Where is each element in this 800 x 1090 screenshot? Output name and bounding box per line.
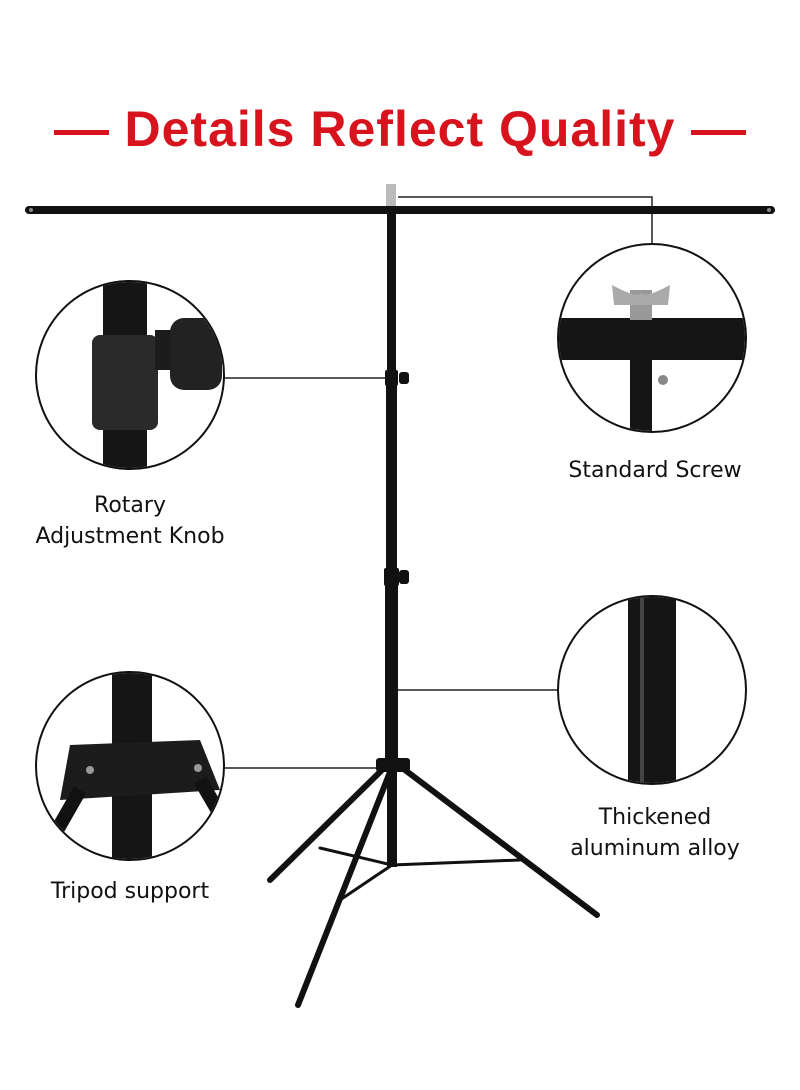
standard-screw-detail <box>559 245 745 431</box>
label-line: Tripod support <box>50 879 210 904</box>
center-pole <box>376 214 410 867</box>
connector-lines <box>224 196 653 769</box>
callout-label-tripod-support: Tripod support <box>10 876 250 907</box>
tripod-legs <box>267 767 600 1008</box>
rotary-knob-detail <box>37 282 223 468</box>
callout-label-aluminum-alloy: Thickened aluminum alloy <box>540 802 770 864</box>
page-title: Details Reflect Quality <box>0 100 800 158</box>
crossbar <box>25 184 775 214</box>
title-dash-right <box>691 130 747 136</box>
callout-label-rotary-knob: Rotary Adjustment Knob <box>10 490 250 552</box>
title-text: Details Reflect Quality <box>124 101 676 157</box>
label-line: Thickened <box>598 805 712 830</box>
label-line: Rotary <box>94 493 166 518</box>
callout-label-standard-screw: Standard Screw <box>540 455 770 486</box>
aluminum-alloy-detail <box>559 597 745 783</box>
label-line: Standard Screw <box>568 458 742 483</box>
label-line: Adjustment Knob <box>35 524 225 549</box>
tripod-support-detail <box>37 673 223 859</box>
title-dash-left <box>53 130 109 136</box>
label-line: aluminum alloy <box>570 836 740 861</box>
